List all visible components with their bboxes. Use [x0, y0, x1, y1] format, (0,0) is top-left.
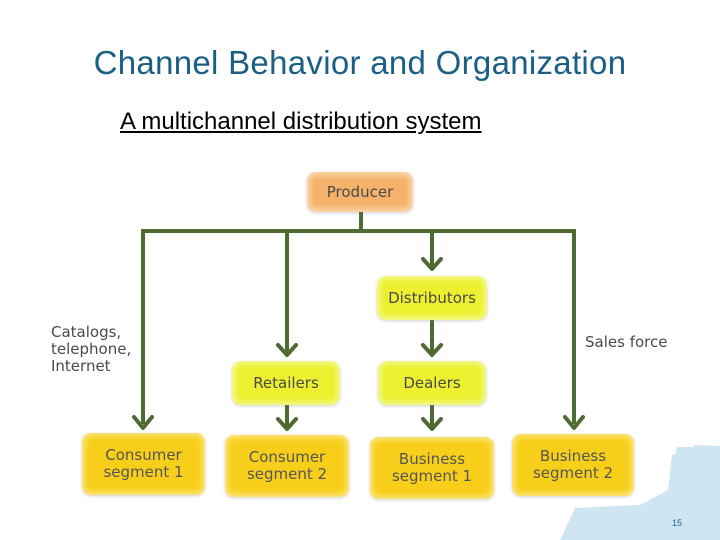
distributors-node: Distributors: [377, 276, 487, 320]
left-channel-label: Catalogs, telephone, Internet: [51, 323, 132, 375]
retailers-label: Retailers: [253, 373, 319, 392]
right-channel-label: Sales force: [585, 333, 668, 351]
consumer-segment-1-label: Consumer segment 1: [103, 446, 184, 481]
consumer-segment-2-label: Consumer segment 2: [246, 448, 328, 483]
producer-label: Producer: [326, 182, 394, 201]
dealers-label: Dealers: [403, 373, 461, 392]
consumer-segment-1-node: Consumer segment 1: [82, 433, 205, 495]
business-segment-1-node: Business segment 1: [370, 437, 494, 499]
page-number: 15: [672, 518, 683, 528]
distributors-label: Distributors: [388, 288, 476, 307]
dealers-node: Dealers: [378, 361, 486, 405]
business-segment-2-node: Business segment 2: [512, 434, 634, 496]
business-segment-2-label: Business segment 2: [532, 447, 614, 482]
retailers-node: Retailers: [232, 361, 340, 405]
slide-subtitle: A multichannel distribution system: [120, 108, 482, 135]
consumer-segment-2-node: Consumer segment 2: [225, 435, 349, 497]
producer-node: Producer: [307, 172, 413, 212]
business-segment-1-label: Business segment 1: [391, 450, 473, 485]
slide-title: Channel Behavior and Organization: [93, 44, 627, 81]
